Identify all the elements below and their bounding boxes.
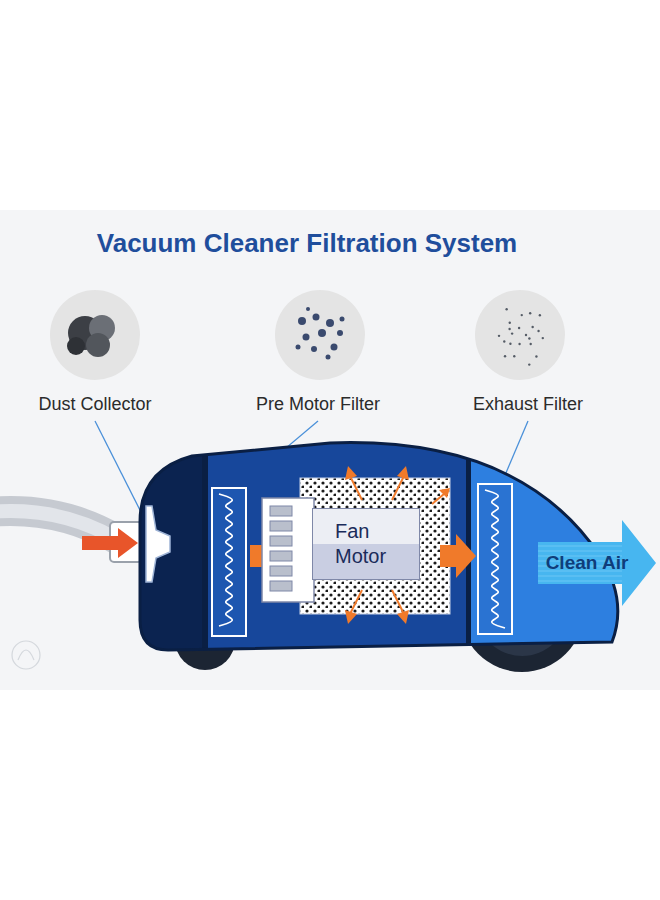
particle-dot bbox=[498, 335, 500, 337]
fan-slot bbox=[270, 566, 292, 576]
particle-dot bbox=[513, 355, 515, 357]
particle-dots bbox=[296, 307, 544, 366]
particle-dot bbox=[542, 337, 544, 339]
particle-dot bbox=[509, 343, 511, 345]
dust-collector bbox=[146, 506, 170, 582]
particle-dot bbox=[535, 355, 537, 357]
particle-dot bbox=[340, 317, 345, 322]
vacuum-body bbox=[130, 430, 660, 660]
illustration-part bbox=[397, 610, 409, 624]
hose-highlight bbox=[0, 511, 118, 540]
particle-dot bbox=[518, 343, 520, 345]
fan-slot bbox=[270, 581, 292, 591]
illustration-part bbox=[202, 430, 470, 660]
fan-slot bbox=[270, 551, 292, 561]
illustration-part bbox=[350, 590, 362, 614]
clean-air-arrow: Clean Air bbox=[538, 520, 656, 606]
particle-dot bbox=[537, 330, 539, 332]
fan-slot bbox=[270, 506, 292, 516]
particle-dot bbox=[508, 328, 510, 330]
particle-dot bbox=[326, 355, 331, 360]
fan-slots bbox=[270, 506, 292, 591]
icon-circle bbox=[50, 290, 140, 380]
particle-dot bbox=[505, 308, 507, 310]
filter-pleats bbox=[219, 494, 232, 626]
dust-clump bbox=[67, 315, 115, 357]
leader-line bbox=[95, 421, 146, 522]
particle-dot bbox=[296, 345, 301, 350]
particle-dot bbox=[521, 314, 523, 316]
particle-dot bbox=[509, 322, 511, 324]
particle-dot bbox=[326, 319, 334, 327]
particle-icons bbox=[50, 290, 565, 380]
part-label: Dust Collector bbox=[38, 394, 151, 415]
watermark-logo bbox=[12, 641, 40, 669]
illustration-part bbox=[12, 641, 40, 669]
icon-circle bbox=[475, 290, 565, 380]
illustration-part bbox=[470, 430, 660, 660]
particle-dot bbox=[529, 312, 531, 314]
particle-dot bbox=[531, 326, 533, 328]
fan-motor-box: Fan Motor bbox=[312, 508, 420, 580]
particle-dot bbox=[331, 344, 338, 351]
airflow-arrow bbox=[440, 534, 476, 578]
particle-dot bbox=[525, 334, 527, 336]
illustration-part bbox=[202, 430, 208, 660]
illustration-part bbox=[439, 488, 450, 498]
particle-dot bbox=[528, 363, 530, 365]
illustration-part bbox=[350, 476, 362, 500]
inlet-arrow bbox=[82, 528, 138, 558]
particle-dot bbox=[518, 327, 520, 329]
particle-dot bbox=[306, 307, 310, 311]
arrow-stripe bbox=[538, 551, 622, 552]
node-text: Clean Air bbox=[546, 552, 629, 574]
particle-dot bbox=[539, 314, 541, 316]
arrow-stripe bbox=[538, 576, 622, 577]
illustration-part bbox=[345, 466, 357, 480]
illustration-part bbox=[345, 610, 357, 624]
arrow-fill bbox=[538, 520, 656, 606]
illustration-part bbox=[432, 494, 444, 504]
particle-dot bbox=[504, 355, 506, 357]
particle-dot bbox=[303, 334, 310, 341]
arrow-stripe bbox=[538, 581, 622, 582]
illustration-part bbox=[67, 337, 85, 355]
particle-dot bbox=[318, 329, 326, 337]
exhaust-filter bbox=[478, 484, 512, 634]
illustration-part bbox=[392, 476, 404, 500]
fan-slot bbox=[270, 521, 292, 531]
illustration-part bbox=[86, 333, 110, 357]
icon-circle bbox=[275, 290, 365, 380]
particle-dot bbox=[528, 337, 530, 339]
motor-housing bbox=[300, 478, 450, 614]
particle-dot bbox=[298, 317, 306, 325]
node-text: Fan Motor bbox=[335, 519, 397, 569]
particle-dot bbox=[313, 314, 320, 321]
title: Vacuum Cleaner Filtration System bbox=[0, 228, 614, 259]
fan-slot bbox=[270, 536, 292, 546]
particle-dot bbox=[311, 346, 317, 352]
part-label: Pre Motor Filter bbox=[256, 394, 380, 415]
illustration-part bbox=[392, 590, 404, 614]
filter-pleats bbox=[485, 490, 505, 628]
fan bbox=[262, 498, 314, 602]
particle-dot bbox=[511, 332, 513, 334]
particle-dot bbox=[337, 330, 343, 336]
part-label: Exhaust Filter bbox=[473, 394, 583, 415]
illustration-part bbox=[18, 650, 34, 660]
illustration-part bbox=[397, 466, 409, 480]
illustration-part bbox=[466, 430, 471, 660]
particle-dot bbox=[503, 340, 505, 342]
pre-motor-filter bbox=[212, 488, 246, 636]
hose bbox=[0, 511, 118, 540]
arrow-stripe bbox=[538, 546, 622, 547]
particle-dot bbox=[529, 343, 531, 345]
